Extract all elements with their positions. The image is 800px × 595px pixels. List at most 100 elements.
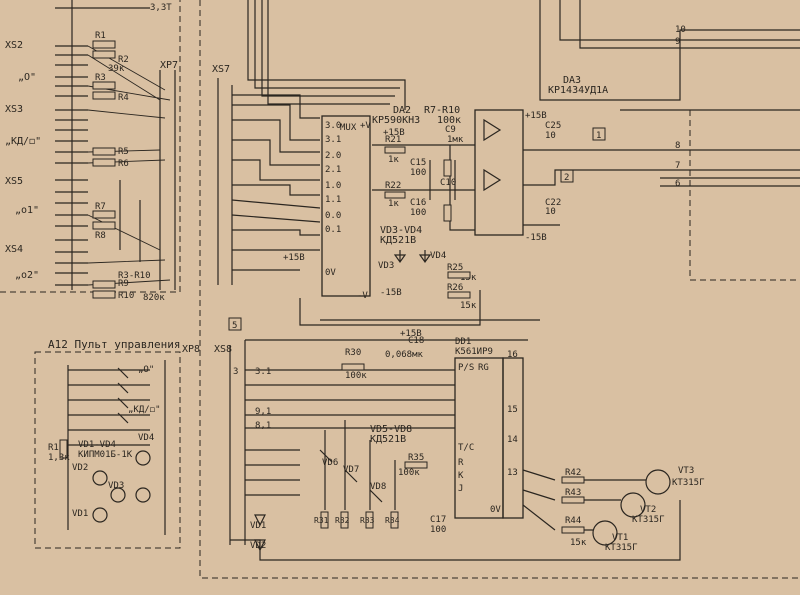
label-c22-val: 10 [545,207,556,217]
label-r3r10-val: 820к [143,293,165,303]
label-vt3: VT3 [678,466,694,476]
label-vd-led-part: КИПМ01Б-1К [78,450,133,460]
label-p21: 2.1 [325,165,341,175]
label-pis: P/S [458,363,474,373]
label-vd1vd4: VD1-VD4 [78,440,116,450]
transistor-stage [522,469,671,546]
label-r33: R33 [360,516,375,525]
pin-dd1-15: 15 [507,405,518,415]
label-da2-part: КР590КН3 [372,115,420,126]
label-r7: R7 [95,202,106,212]
label-vd3vd4: VD3-VD4 [380,225,422,236]
label-c16-val: 100 [410,208,426,218]
label-r2: R2 [118,55,129,65]
label-mode-o2: „о2" [15,270,39,281]
pin-dd1-14: 14 [507,435,518,445]
label-mux: MUX [340,123,357,133]
label-c15-val: 100 [410,168,426,178]
label-xp8: XP8 [182,344,200,355]
label-dd1-ov: 0V [490,505,501,515]
label-r6: R6 [118,159,129,169]
label-marker-5: 5 [232,321,237,331]
label-r42: R42 [565,468,581,478]
label-vd1-bot: VD1 [250,521,266,531]
label-v15p-left: +15В [283,253,305,263]
pin-6-right: 6 [675,179,680,189]
label-dd1-part: К561ИР9 [455,347,493,357]
label-r44-val: 15к [570,538,587,548]
pin-dd1-13: 13 [507,468,518,478]
label-vd8: VD8 [370,482,386,492]
label-c17-val: 100 [430,525,446,535]
pin-dd1-16: 16 [507,350,518,360]
dd1-block [229,339,681,561]
label-tc: T/C [458,443,474,453]
label-p30: 3.0 [325,121,341,131]
label-c25: С25 [545,121,561,131]
pin-xs8-3: 3 [233,367,238,377]
label-r44: R44 [565,516,581,526]
pin-xs8-81: 8,1 [255,421,271,431]
label-da3: DA3 [563,75,581,86]
label-vd4-led: VD4 [138,433,154,443]
label-a12: А12 Пульт управления [48,338,180,351]
pin-9-top: 9 [675,37,680,47]
label-r7r10: R7-R10 [424,105,460,116]
label-k-pin: K [458,471,464,481]
label-vd3-led: VD3 [108,481,124,491]
label-marker-2: 2 [564,173,569,183]
label-v15-c18: +15В [400,329,422,339]
label-r26: R26 [447,283,463,293]
label-top-cut: 3,3Т [150,3,172,13]
label-da2: DA2 [393,105,411,116]
pin-xs8-91: 9,1 [255,407,271,417]
label-vd2-bot: VD2 [250,541,266,551]
label-r4: R4 [118,93,129,103]
label-vd3: VD3 [378,261,394,271]
label-c15: С15 [410,158,426,168]
pin-xs8-31: 3.1 [255,367,271,377]
label-r-pin: R [458,458,464,468]
label-c9-val: 1мк [447,135,464,145]
label-v15m: -15В [380,288,402,298]
label-minus-v: -V [357,291,368,301]
label-c17: С17 [430,515,446,525]
label-xs7: XS7 [212,64,230,75]
pin-8-right: 8 [675,141,680,151]
label-a12-r1-val: 1,3к [48,453,70,463]
label-p31: 3.1 [325,135,341,145]
label-vt1-part: КТ315Г [605,543,638,553]
label-r34: R34 [385,516,400,525]
label-r22-val: 1к [388,199,399,209]
label-p11: 1.1 [325,195,341,205]
label-vt2-part: КТ315Г [632,515,665,525]
label-r26-val: 15к [460,301,477,311]
label-r35: R35 [408,453,424,463]
label-a12-o: „О" [138,365,154,375]
label-r30: R30 [345,348,361,358]
label-vt1: VT1 [612,533,628,543]
label-vd5-part: КД521В [370,434,406,445]
label-v15p-da2: +15В [383,128,405,138]
label-a12-r1: R1 [48,443,59,453]
label-r5: R5 [118,147,129,157]
label-c16: С16 [410,198,426,208]
label-r43: R43 [565,488,581,498]
da2-block [217,0,540,326]
label-c18: С18 [408,336,424,346]
label-ov: 0V [325,268,336,278]
label-xs2: XS2 [5,40,23,51]
label-v15p-da3: +15В [525,111,547,121]
label-mode-kd: „КД/◻" [5,136,41,147]
label-vd4: VD4 [430,251,446,261]
label-p20: 2.0 [325,151,341,161]
label-j-pin: J [458,484,463,494]
label-xs4: XS4 [5,244,23,255]
label-r22: R22 [385,181,401,191]
label-r1: R1 [95,31,106,41]
label-vd2-led: VD2 [72,463,88,473]
label-v15m-da3: -15В [525,233,547,243]
connectors-left [55,0,176,299]
label-c10: С10 [440,178,456,188]
